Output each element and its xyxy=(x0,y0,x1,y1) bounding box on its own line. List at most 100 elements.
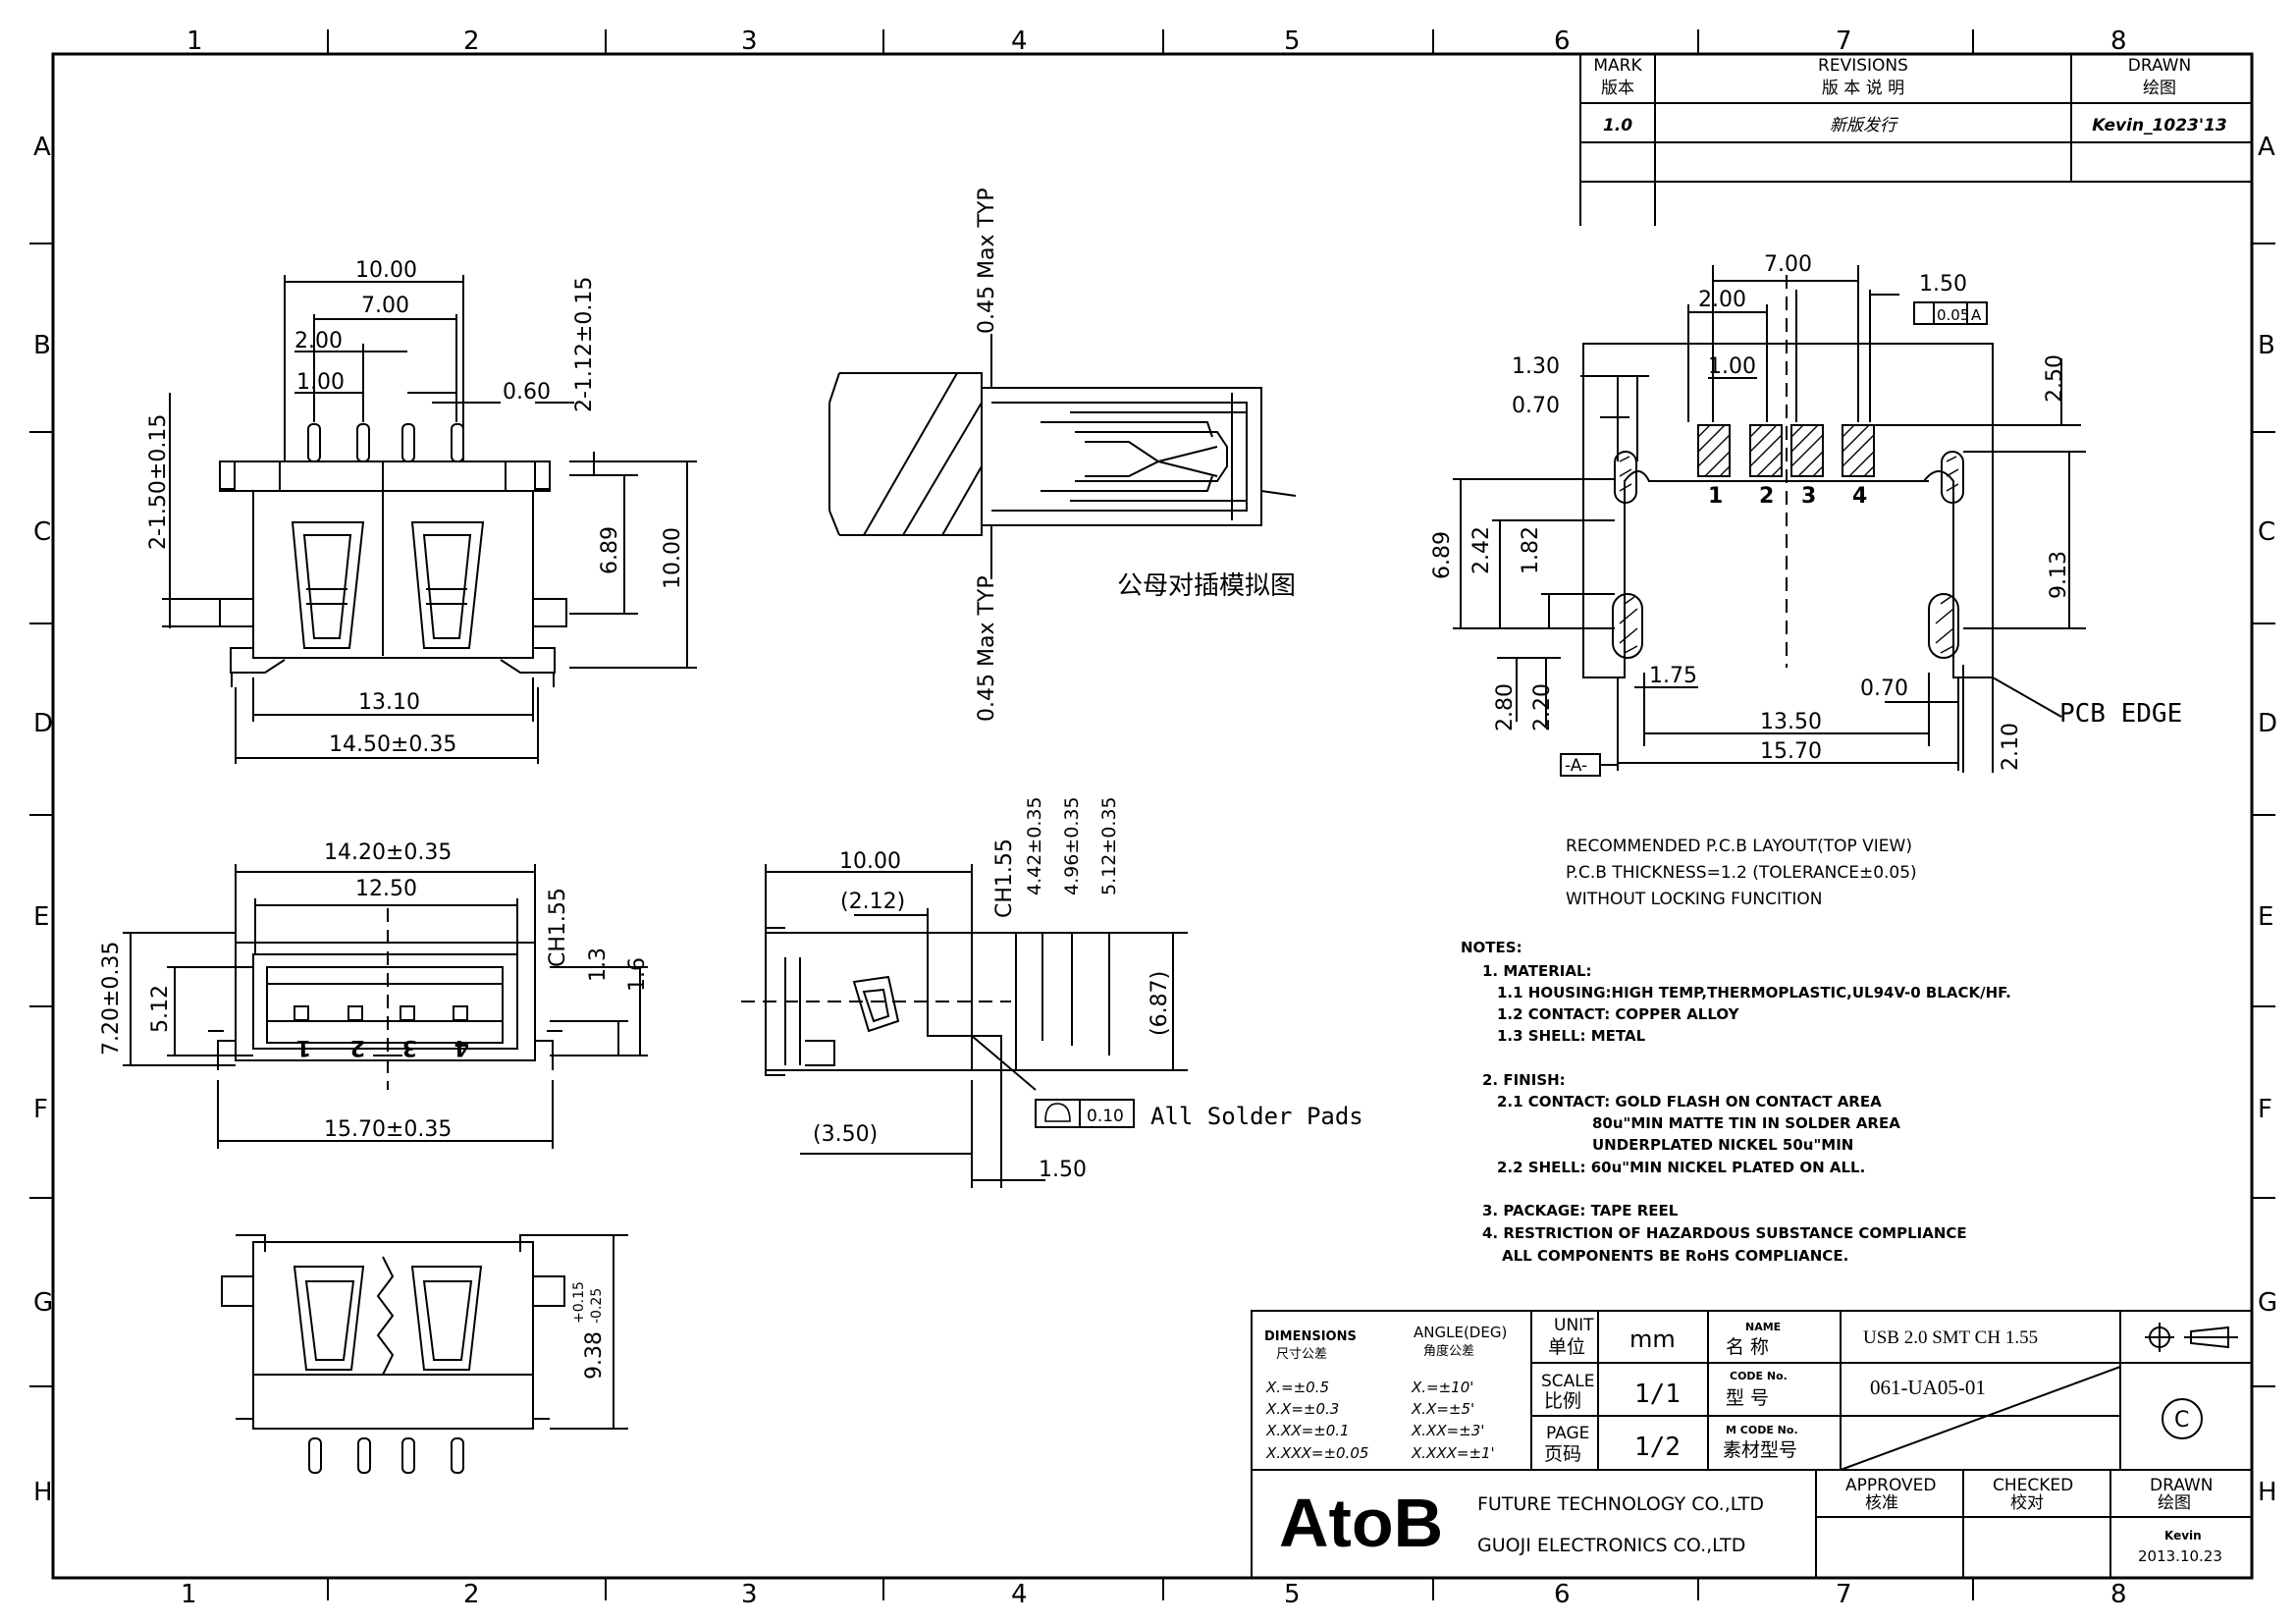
pcb-dim-2-80: 2.80 xyxy=(1493,683,1518,731)
pcb-dim-0-70: 0.70 xyxy=(1512,394,1560,418)
col-label-5-top: 5 xyxy=(1284,27,1301,56)
side-dim-2-12: (2.12) xyxy=(840,890,905,914)
tb-approved-label-cn: 核准 xyxy=(1865,1493,1898,1513)
notes-line-2: 1.1 HOUSING:HIGH TEMP,THERMOPLASTIC,UL94… xyxy=(1497,984,2011,1001)
tb-mcode-label-cn: 素材型号 xyxy=(1723,1439,1797,1461)
pcb-dim-7-00: 7.00 xyxy=(1764,252,1812,277)
tb-angle-label: ANGLE(DEG) xyxy=(1414,1324,1507,1341)
side-dim-3-50: (3.50) xyxy=(813,1122,878,1147)
tb-company-1: FUTURE TECHNOLOGY CO.,LTD xyxy=(1477,1493,1764,1515)
top-dim-0-60: 0.60 xyxy=(503,380,551,405)
tb-name-label-cn: 名 称 xyxy=(1726,1336,1769,1358)
notes-line-9: 2.2 SHELL: 60u"MIN NICKEL PLATED ON ALL. xyxy=(1497,1159,1865,1176)
tb-company-2: GUOJI ELECTRONICS CO.,LTD xyxy=(1477,1535,1745,1556)
notes-line-7: 80u"MIN MATTE TIN IN SOLDER AREA xyxy=(1592,1114,1900,1132)
tb-approved-label: APPROVED xyxy=(1845,1476,1937,1495)
frame-ticks xyxy=(29,29,2275,1600)
row-label-d-right: D xyxy=(2258,709,2277,738)
top-dim-2-00: 2.00 xyxy=(294,329,343,353)
tb-page-label-cn: 页码 xyxy=(1544,1443,1581,1465)
front-pin-2: 2 xyxy=(350,1035,365,1059)
row-label-e-left: E xyxy=(33,902,49,932)
tb-unit-label: UNIT xyxy=(1554,1316,1594,1335)
tb-dimensions-label-cn: 尺寸公差 xyxy=(1276,1347,1327,1362)
row-label-c-left: C xyxy=(33,517,51,547)
row-label-a-left: A xyxy=(33,133,51,162)
pcb-datum: -A- xyxy=(1565,756,1587,776)
row-label-f-left: F xyxy=(33,1095,48,1124)
title-block-lines xyxy=(1251,1310,2253,1579)
front-pin-1: 1 xyxy=(296,1035,311,1059)
rev-revisions-label-cn: 版 本 说 明 xyxy=(1822,79,1904,98)
front-dim-12-50: 12.50 xyxy=(355,877,417,901)
pcb-pin-4: 4 xyxy=(1852,484,1867,509)
col-label-6-top: 6 xyxy=(1554,27,1571,56)
row-label-a-right: A xyxy=(2258,133,2275,162)
notes-line-4: 1.3 SHELL: METAL xyxy=(1497,1027,1646,1045)
tb-tol-angle-3: X.XXX=±1' xyxy=(1411,1444,1495,1462)
front-view-text: 14.20±0.35 12.50 CH1.55 1.3 1.6 7.20±0.3… xyxy=(99,840,650,1142)
row-label-f-right: F xyxy=(2258,1095,2272,1124)
tb-scale-label-cn: 比例 xyxy=(1544,1390,1581,1412)
front-dim-14-20: 14.20±0.35 xyxy=(324,840,452,865)
tb-page-label: PAGE xyxy=(1546,1424,1589,1443)
tb-page-value: 1/2 xyxy=(1634,1433,1681,1462)
tb-tol-angle-2: X.XX=±3' xyxy=(1411,1422,1484,1439)
pcb-dim-1-82: 1.82 xyxy=(1519,526,1543,574)
side-dim-10-00: 10.00 xyxy=(839,849,901,874)
mating-view-text: 0.45 Max TYP 0.45 Max TYP 公母对插模拟图 xyxy=(975,188,1296,722)
pcb-pad-hatching xyxy=(1619,424,1959,654)
tb-tol-linear-2: X.XX=±0.1 xyxy=(1265,1422,1350,1439)
mating-view-label: 公母对插模拟图 xyxy=(1117,571,1296,601)
frame-labels: 1 2 3 4 5 6 7 8 1 2 3 4 5 6 7 8 A B C D … xyxy=(33,27,2277,1609)
notes-line-8: UNDERPLATED NICKEL 50u"MIN xyxy=(1592,1136,1853,1154)
front-dim-1-3: 1.3 xyxy=(586,947,611,982)
revision-table-text: MARK 版本 REVISIONS 版 本 说 明 DRAWN 绘图 1.0 新… xyxy=(1593,56,2226,135)
top-dim-2-1-12: 2-1.12±0.15 xyxy=(572,277,597,412)
notes-line-1: 1. MATERIAL: xyxy=(1482,962,1592,980)
row-label-g-right: G xyxy=(2258,1288,2277,1318)
col-label-7-top: 7 xyxy=(1836,27,1852,56)
side-view-text: 10.00 (2.12) CH1.55 4.42±0.35 4.96±0.35 … xyxy=(813,796,1363,1182)
tb-unit-value: mm xyxy=(1629,1326,1676,1353)
tb-drawn-label-cn: 绘图 xyxy=(2158,1493,2191,1513)
tb-angle-label-cn: 角度公差 xyxy=(1423,1343,1474,1359)
notes-text: NOTES: 1. MATERIAL: 1.1 HOUSING:HIGH TEM… xyxy=(1461,939,2011,1265)
col-label-3-bottom: 3 xyxy=(741,1580,758,1609)
pcb-dim-13-50: 13.50 xyxy=(1760,710,1822,734)
col-label-1-top: 1 xyxy=(187,27,203,56)
bottom-view-drawing xyxy=(221,1234,628,1474)
title-block-text: DIMENSIONS 尺寸公差 ANGLE(DEG) 角度公差 X.=±0.5 … xyxy=(1264,1316,2222,1565)
front-dim-15-70: 15.70±0.35 xyxy=(324,1117,452,1142)
mating-dim-bottom: 0.45 Max TYP xyxy=(975,575,999,722)
top-dim-10-00: 10.00 xyxy=(355,258,417,283)
tb-unit-label-cn: 单位 xyxy=(1548,1336,1585,1358)
top-dim-14-50: 14.50±0.35 xyxy=(329,732,456,757)
pcb-edge-label: PCB EDGE xyxy=(2059,699,2182,729)
row-label-b-left: B xyxy=(33,331,51,360)
side-dim-5-12: 5.12±0.35 xyxy=(1098,796,1120,895)
notes-line-12: ALL COMPONENTS BE RoHS COMPLIANCE. xyxy=(1502,1247,1848,1265)
row-label-c-right: C xyxy=(2258,517,2275,547)
col-label-8-bottom: 8 xyxy=(2110,1580,2127,1609)
front-pin-3: 3 xyxy=(402,1035,417,1059)
side-dim-4-96: 4.96±0.35 xyxy=(1061,796,1083,895)
tb-name-value: USB 2.0 SMT CH 1.55 xyxy=(1863,1327,2038,1348)
pcb-dim-2-42: 2.42 xyxy=(1469,526,1494,574)
col-label-1-bottom: 1 xyxy=(181,1580,197,1609)
notes-line-10: 3. PACKAGE: TAPE REEL xyxy=(1482,1202,1679,1219)
tb-tol-linear-0: X.=±0.5 xyxy=(1265,1379,1329,1396)
front-dim-5-12: 5.12 xyxy=(148,985,173,1033)
tb-copyright: C xyxy=(2174,1408,2189,1433)
tb-logo: AtoB xyxy=(1279,1485,1443,1561)
tb-tol-linear-3: X.XXX=±0.05 xyxy=(1265,1444,1368,1462)
tb-tol-angle-0: X.=±10' xyxy=(1411,1379,1473,1396)
mating-view-drawing xyxy=(828,334,1297,579)
pcb-pin-1: 1 xyxy=(1708,484,1723,509)
tb-scale-value: 1/1 xyxy=(1634,1380,1681,1409)
pcb-flatness-ref: A xyxy=(1971,306,1982,324)
pcb-dim-1-50: 1.50 xyxy=(1919,272,1967,297)
pcb-dim-1-30: 1.30 xyxy=(1512,354,1560,379)
notes-line-3: 1.2 CONTACT: COPPER ALLOY xyxy=(1497,1005,1740,1023)
row-label-d-left: D xyxy=(33,709,53,738)
